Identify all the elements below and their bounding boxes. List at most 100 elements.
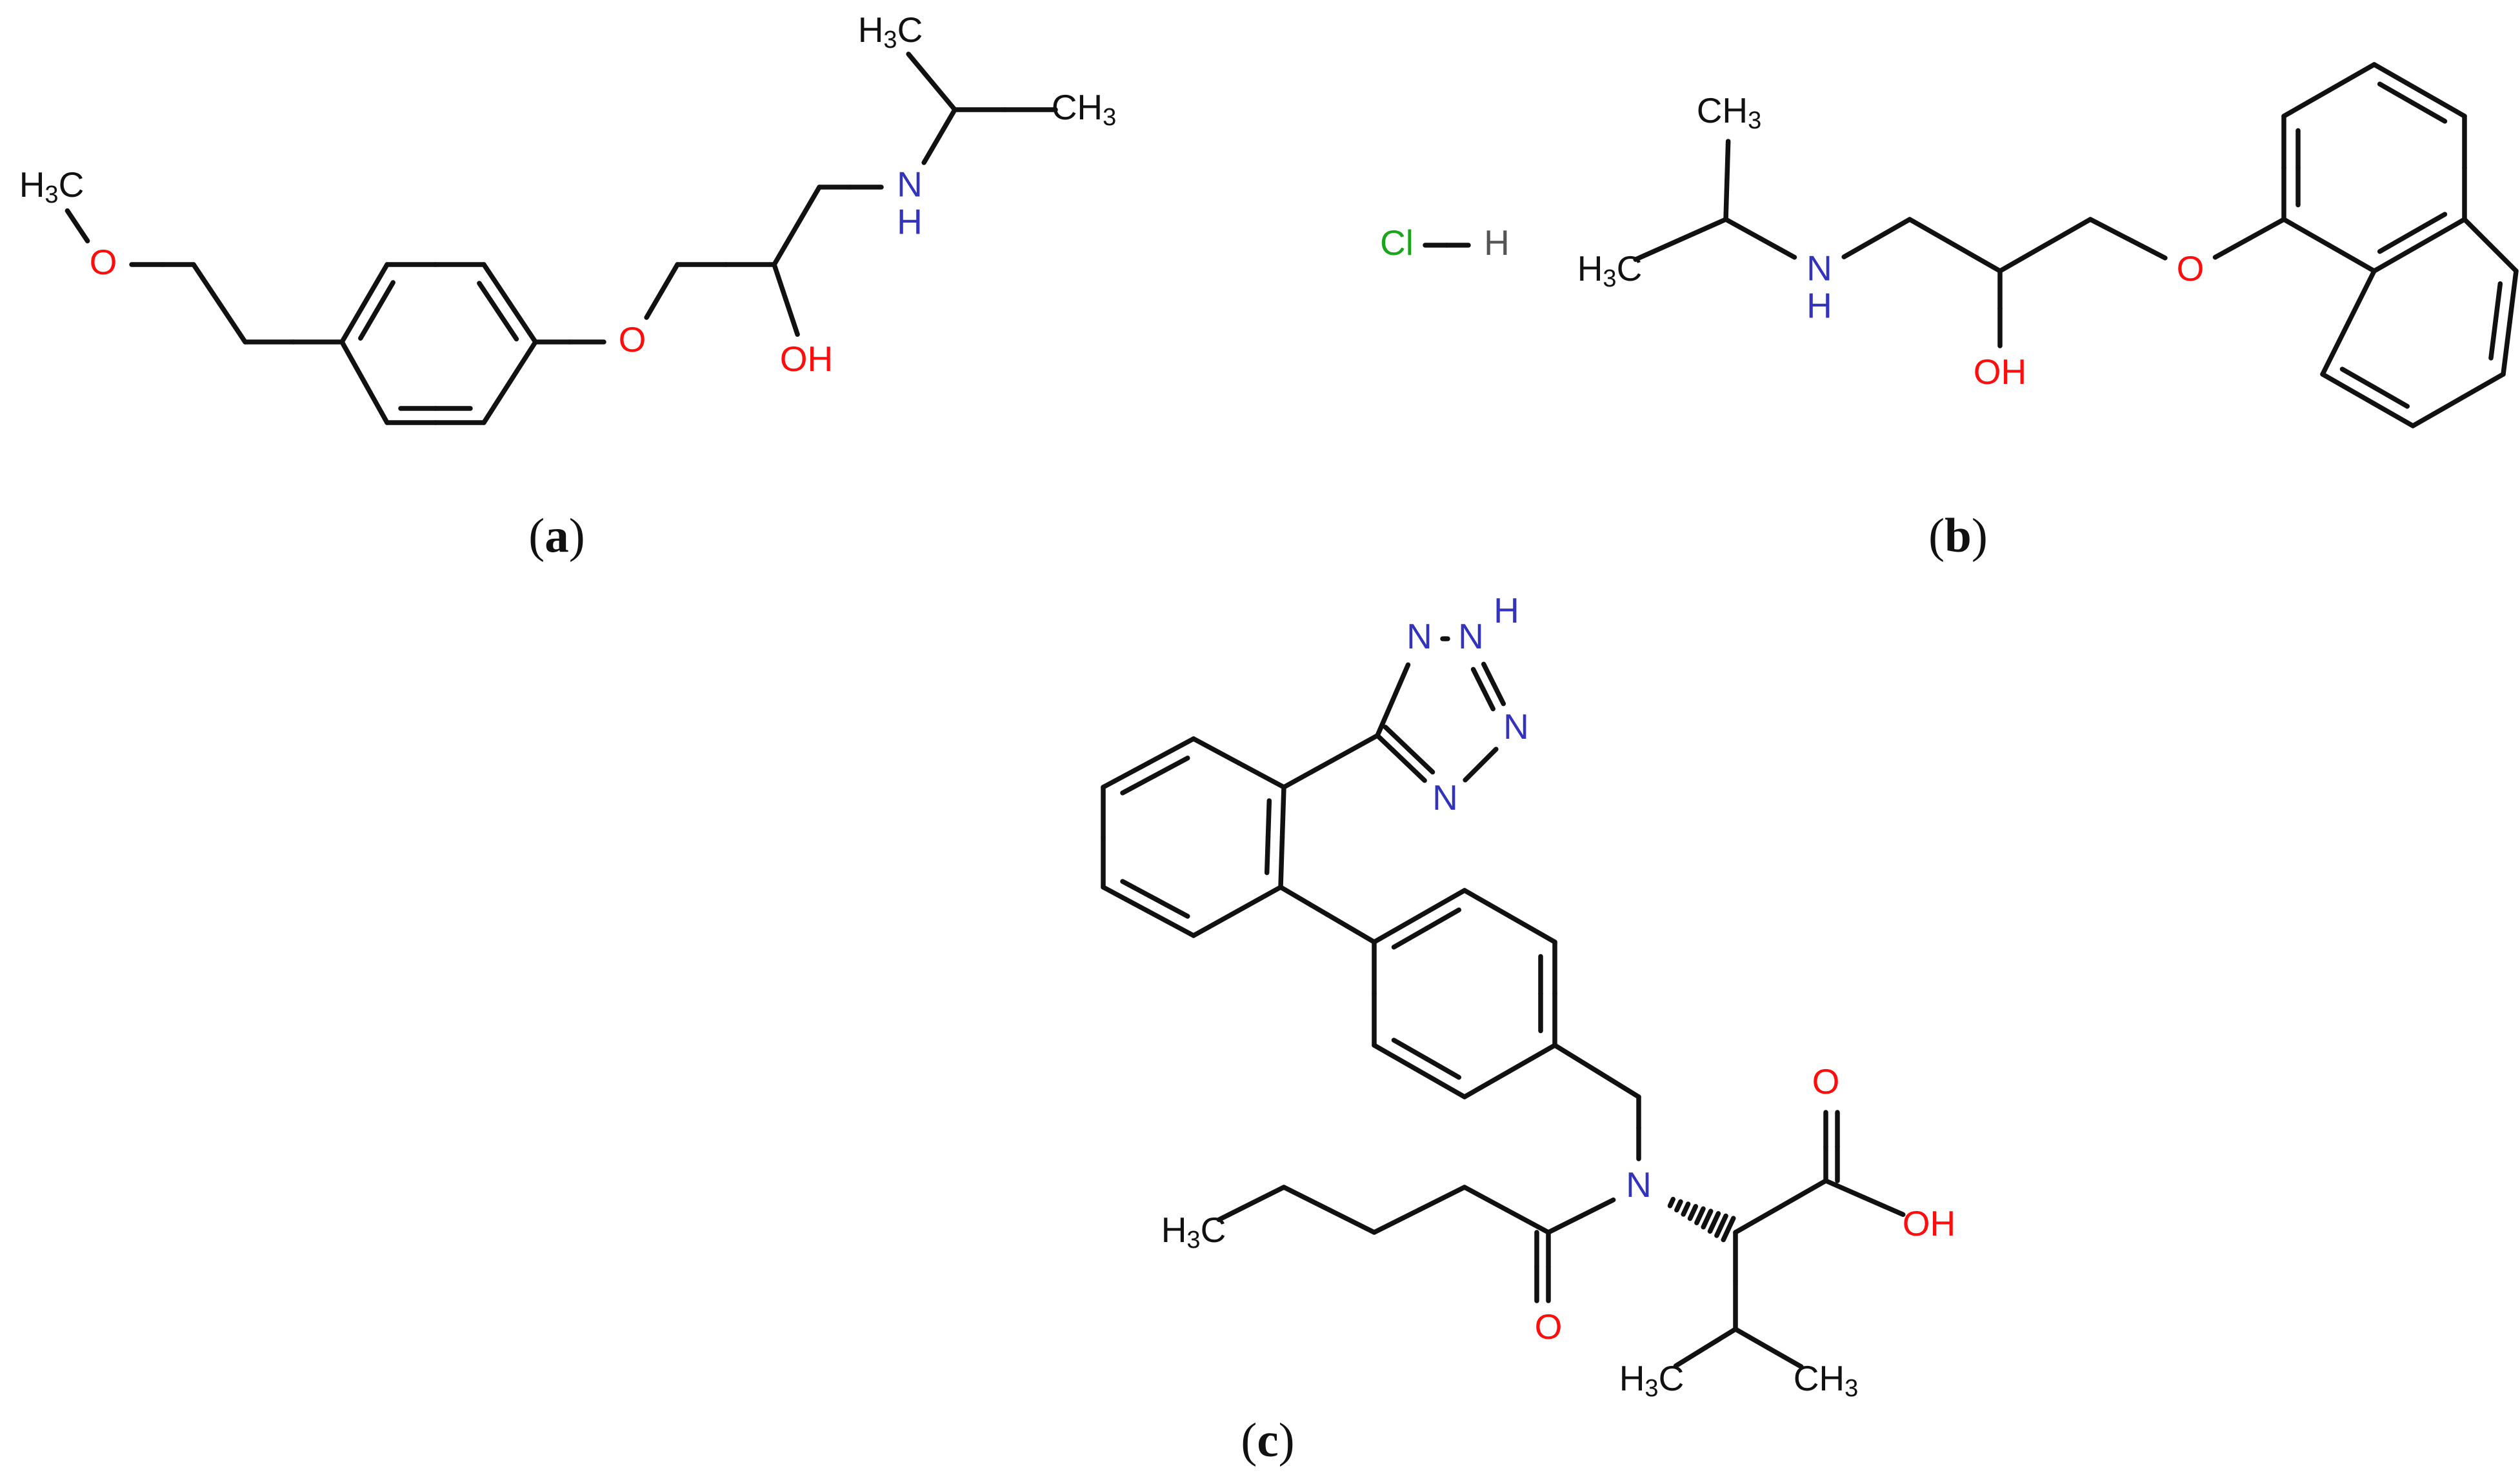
- bond-segment: [1281, 1185, 1332, 1212]
- bond-segment: [2410, 397, 2461, 428]
- atom-o-label: O: [2177, 248, 2205, 288]
- bond-segment: [772, 223, 799, 267]
- bond-segment: [75, 223, 90, 244]
- bond-segment: [1952, 243, 2003, 274]
- bond-segment: [1481, 661, 1496, 687]
- bond-segment: [1328, 733, 1380, 764]
- bond-segment: [1723, 177, 1730, 222]
- bond-segment: [1390, 662, 1411, 703]
- bond-segment: [477, 281, 501, 314]
- atom-n-label: H: [1806, 286, 1832, 326]
- bond-segment: [1234, 885, 1283, 914]
- bond-segment: [2125, 236, 2168, 261]
- bond-segment: [1907, 217, 1957, 248]
- bond-segment: [1546, 1214, 1584, 1235]
- bond-segment: [1383, 725, 1412, 752]
- bond-segment: [1236, 760, 1286, 790]
- bond-segment: [1375, 733, 1404, 761]
- bond-segment: [2493, 281, 2503, 324]
- bond-segment: [1478, 747, 1499, 767]
- bond-segment: [2455, 372, 2506, 403]
- bond-segment: [2346, 268, 2377, 325]
- atom-o-label: O: [1812, 1061, 1840, 1101]
- atom-c-label: H3C: [19, 165, 85, 209]
- bond-segment: [1398, 756, 1427, 783]
- bond-segment: [1281, 759, 1334, 790]
- bond-segment: [1417, 1185, 1467, 1212]
- bond-segment: [1578, 1197, 1616, 1219]
- bond-segment: [1507, 1043, 1557, 1074]
- bond-segment: [659, 262, 680, 294]
- bond-segment: [1120, 879, 1158, 901]
- bond-segment: [1862, 1195, 1906, 1218]
- bond-segment: [495, 308, 519, 342]
- wedge-hash: [1707, 1211, 1721, 1234]
- bond-segment: [2417, 217, 2467, 248]
- bond-segment: [2212, 236, 2252, 260]
- bond-segment: [1463, 762, 1483, 783]
- bond-segment: [1279, 785, 1286, 840]
- structure-hcl: Cl H: [1380, 223, 1510, 263]
- atom-n-label: N: [1432, 777, 1458, 817]
- atom-n-label: N: [1406, 616, 1432, 656]
- bond-segment: [481, 262, 512, 306]
- bond-segment: [1417, 1068, 1467, 1099]
- bond-segment: [1778, 1178, 1828, 1209]
- bond-segment: [362, 379, 390, 425]
- atom-cl-label: Cl: [1380, 223, 1414, 263]
- bond-segment: [1424, 1056, 1462, 1080]
- bond-segment: [1278, 834, 1285, 890]
- bond-segment: [2410, 100, 2448, 124]
- caption-b: (b): [1928, 509, 1988, 563]
- wedge-hash: [1701, 1208, 1714, 1230]
- caption-a: (a): [528, 509, 585, 563]
- atom-o-label: OH: [780, 339, 834, 379]
- bond-segment: [1325, 912, 1377, 945]
- bond-segment: [1462, 1185, 1509, 1212]
- bond-segment: [1723, 217, 1763, 241]
- atom-c-label: H3C: [858, 10, 923, 54]
- bond-segment: [2377, 81, 2415, 105]
- atom-o-label: O: [90, 242, 117, 282]
- bond-segment: [2320, 372, 2370, 403]
- bond-segment: [481, 379, 512, 425]
- bond-segment: [1248, 1185, 1286, 1206]
- bond-segment: [1391, 926, 1429, 950]
- atom-h-label: H: [1484, 223, 1510, 263]
- bond-segment: [2417, 88, 2467, 119]
- atom-o-label: OH: [1974, 352, 2027, 392]
- bond-segment: [929, 79, 957, 112]
- bond-segment: [794, 185, 822, 228]
- bond-segment: [1757, 236, 1797, 260]
- bond-segment: [1725, 139, 1731, 183]
- bond-segment: [1265, 798, 1272, 839]
- bond-segment: [1146, 736, 1196, 766]
- bond-segment: [1673, 1345, 1708, 1369]
- bond-segment: [2462, 217, 2493, 248]
- bond-segment: [217, 301, 248, 345]
- bond-segment: [783, 297, 800, 337]
- wedge-hash: [1681, 1201, 1691, 1217]
- bond-segment: [1101, 885, 1151, 914]
- wedge-hash: [1694, 1206, 1706, 1225]
- bond-segment: [65, 208, 80, 228]
- bond-segment: [1733, 1204, 1783, 1235]
- bond-segment: [1997, 243, 2048, 274]
- bond-segment: [1633, 237, 1683, 262]
- bond-segment: [1507, 914, 1557, 945]
- wedge-hash: [1721, 1216, 1736, 1243]
- bond-segment: [1264, 834, 1271, 876]
- bond-segment: [1326, 1207, 1377, 1235]
- atom-n-label: N: [1626, 1165, 1652, 1205]
- bond-segment: [2281, 88, 2332, 119]
- atom-o-label: O: [1535, 1307, 1563, 1347]
- bond-segment: [1417, 888, 1467, 919]
- bond-segment: [2365, 397, 2415, 428]
- bond-segment: [1462, 888, 1512, 919]
- wedge-hash: [1667, 1196, 1676, 1208]
- atom-c-label: H3C: [1619, 1358, 1685, 1403]
- bond-segment: [507, 339, 538, 385]
- bond-segment: [2372, 62, 2422, 93]
- bond-segment: [1152, 896, 1190, 919]
